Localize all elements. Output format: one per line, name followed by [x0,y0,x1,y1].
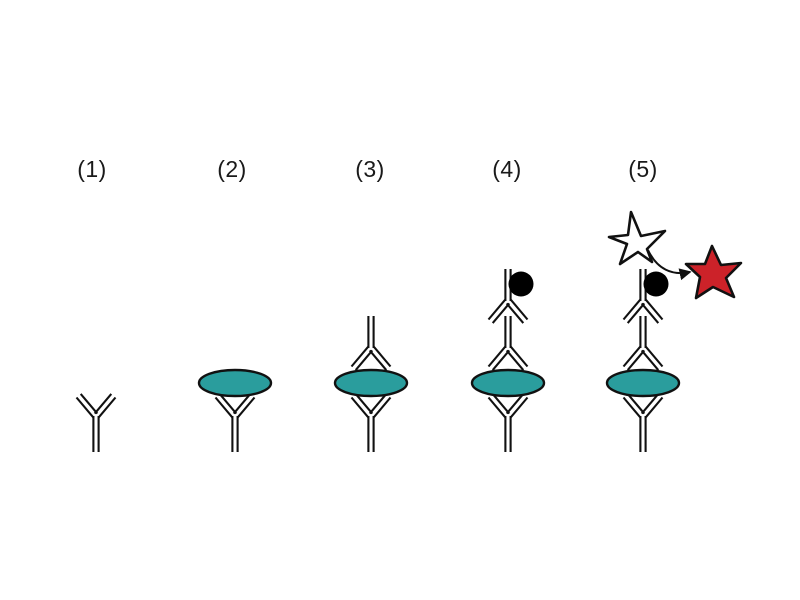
step-1-group [75,392,117,454]
step-label-3: (3) [355,156,385,182]
capture-antibody-5 [622,392,664,454]
step-5-group [605,210,743,454]
antigen-ellipse-2 [197,368,273,398]
antigen-ellipse-5 [605,368,681,398]
detection-antibody-5-a [622,314,664,372]
step-2-group [197,368,273,454]
step-label-1: (1) [77,156,107,182]
capture-antibody-4 [487,392,529,454]
step-label-2: (2) [217,156,247,182]
conversion-arrow-icon [647,249,692,281]
capture-antibody-1 [75,392,117,454]
step-label-4: (4) [492,156,522,182]
capture-antibody-2 [214,392,256,454]
step-3-group [333,314,409,454]
step-label-5: (5) [628,156,658,182]
antigen-ellipse-3 [333,368,409,398]
substrate-star-icon [607,210,667,266]
antigen-ellipse-4 [470,368,546,398]
capture-antibody-3 [350,392,392,454]
step-4-group [470,267,546,454]
product-star-icon [684,244,743,300]
enzyme-dot-4 [508,271,534,297]
detection-antibody-4-a [487,314,529,372]
detection-antibody-3-a [350,314,392,372]
enzyme-dot-5 [643,271,669,297]
